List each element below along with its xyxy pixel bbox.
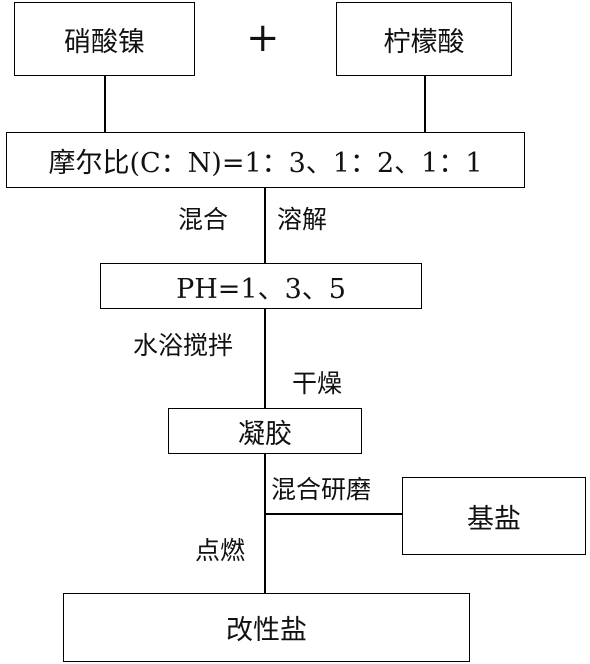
connector-main-1 [264,187,266,263]
node-nickel-nitrate: 硝酸镍 [14,2,195,76]
node-base-salt: 基盐 [402,477,586,555]
step-dissolve-label: 溶解 [277,205,328,234]
connector-main-3 [264,453,266,593]
connector-citric-down [424,74,426,132]
step-water-bath-stir-label: 水浴搅拌 [133,331,234,360]
connector-nickel-down [104,74,106,132]
node-molar-ratio: 摩尔比(C：N)=1：3、1：2、1：1 [6,132,525,188]
step-dry-label: 干燥 [292,369,343,398]
step-mix-label: 混合 [178,205,229,234]
node-citric-acid: 柠檬酸 [336,2,512,76]
connector-main-2 [264,308,266,408]
plus-operator: + [246,15,280,61]
node-ph: PH=1、3、5 [100,263,422,309]
step-mix-grind-label: 混合研磨 [271,475,372,504]
step-ignite-label: 点燃 [195,536,246,565]
node-modified-salt: 改性盐 [63,593,470,662]
connector-base-salt [264,513,402,515]
node-gel: 凝胶 [168,408,362,454]
